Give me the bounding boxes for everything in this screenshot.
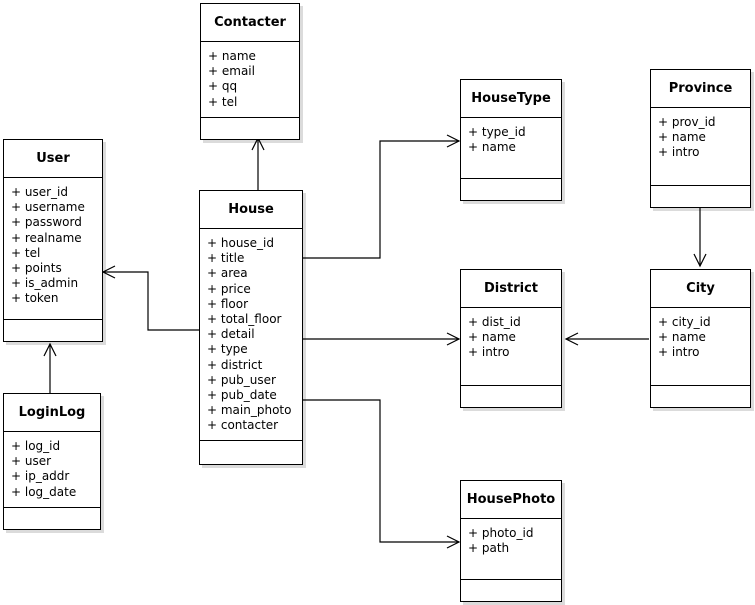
class-operations-city xyxy=(651,386,750,408)
attribute-row: + pub_date xyxy=(207,388,277,403)
class-operations-house xyxy=(200,441,302,463)
class-attributes-city: + city_id + name + intro xyxy=(651,308,750,386)
association-house-user xyxy=(101,265,199,331)
association-house-district xyxy=(303,332,461,346)
class-attributes-housephoto: + photo_id + path xyxy=(461,519,561,580)
class-attributes-loginlog: + log_id + user + ip_addr + log_date xyxy=(4,432,100,508)
association-loginlog-user xyxy=(43,342,57,393)
attribute-row: + is_admin xyxy=(11,276,79,291)
attribute-row: + realname xyxy=(11,230,82,245)
attribute-row: + detail xyxy=(207,327,255,342)
attribute-row: + total_floor xyxy=(207,312,282,327)
association-house-contacter xyxy=(251,136,265,190)
attribute-row: + points xyxy=(11,261,62,276)
arrowhead-open xyxy=(564,332,579,346)
attribute-row: + email xyxy=(208,64,255,79)
class-attributes-contacter: + name + email + qq + tel xyxy=(201,42,299,118)
attribute-row: + name xyxy=(468,330,516,345)
arrowhead-open xyxy=(446,535,461,549)
attribute-row: + tel xyxy=(208,94,238,109)
attribute-row: + log_id xyxy=(11,439,61,453)
attribute-row: + city_id xyxy=(658,315,711,329)
class-title-contacter: Contacter xyxy=(201,4,299,42)
attribute-row: + prov_id xyxy=(658,115,716,129)
arrowhead-open xyxy=(43,342,57,357)
attribute-row: + name xyxy=(208,49,256,63)
attribute-row: + log_date xyxy=(11,484,77,499)
class-box-user[interactable]: User + user_id + username + password + r… xyxy=(3,139,103,342)
class-box-house[interactable]: House + house_id + title + area + price … xyxy=(199,190,303,465)
attribute-row: + house_id xyxy=(207,236,275,250)
attribute-row: + qq xyxy=(208,79,238,94)
attribute-row: + photo_id xyxy=(468,526,534,540)
class-operations-contacter xyxy=(201,118,299,140)
class-title-loginlog: LoginLog xyxy=(4,394,100,432)
class-title-district: District xyxy=(461,270,561,308)
class-operations-housetype xyxy=(461,179,561,201)
attribute-row: + tel xyxy=(11,245,41,260)
attribute-row: + token xyxy=(11,291,59,306)
attribute-row: + name xyxy=(468,140,516,155)
attribute-row: + username xyxy=(11,200,85,215)
attribute-row: + price xyxy=(207,281,251,296)
attribute-row: + name xyxy=(658,330,706,345)
class-box-loginlog[interactable]: LoginLog + log_id + user + ip_addr + log… xyxy=(3,393,101,530)
class-attributes-housetype: + type_id + name xyxy=(461,118,561,179)
attribute-row: + pub_user xyxy=(207,372,276,387)
class-attributes-province: + prov_id + name + intro xyxy=(651,108,750,186)
class-title-province: Province xyxy=(651,70,750,108)
association-house-housephoto xyxy=(303,399,461,549)
class-title-housetype: HouseType xyxy=(461,80,561,118)
arrowhead-open xyxy=(446,134,461,148)
attribute-row: + intro xyxy=(658,345,700,360)
attribute-row: + district xyxy=(207,357,263,372)
attribute-row: + area xyxy=(207,266,248,281)
class-box-housetype[interactable]: HouseType + type_id + name xyxy=(460,79,562,201)
class-title-house: House xyxy=(200,191,302,229)
class-operations-housephoto xyxy=(461,580,561,602)
class-operations-district xyxy=(461,386,561,408)
attribute-row: + ip_addr xyxy=(11,469,70,484)
class-title-housephoto: HousePhoto xyxy=(461,481,561,519)
class-title-user: User xyxy=(4,140,102,178)
attribute-row: + type xyxy=(207,342,248,357)
class-attributes-district: + dist_id + name + intro xyxy=(461,308,561,386)
association-city-district xyxy=(564,332,649,346)
attribute-row: + dist_id xyxy=(468,315,521,329)
class-box-city[interactable]: City + city_id + name + intro xyxy=(650,269,751,408)
attribute-row: + name xyxy=(658,130,706,145)
association-province-city xyxy=(693,208,707,268)
arrowhead-open xyxy=(101,265,116,279)
class-box-district[interactable]: District + dist_id + name + intro xyxy=(460,269,562,408)
attribute-row: + password xyxy=(11,215,82,230)
class-operations-loginlog xyxy=(4,508,100,530)
class-box-province[interactable]: Province + prov_id + name + intro xyxy=(650,69,751,208)
class-attributes-house: + house_id + title + area + price + floo… xyxy=(200,229,302,441)
attribute-row: + intro xyxy=(658,145,700,160)
attribute-row: + main_photo xyxy=(207,403,292,418)
class-operations-user xyxy=(4,320,102,342)
attribute-row: + intro xyxy=(468,345,510,360)
arrowhead-open xyxy=(693,253,707,268)
attribute-row: + type_id xyxy=(468,125,526,139)
class-box-contacter[interactable]: Contacter + name + email + qq + tel xyxy=(200,3,300,140)
class-title-city: City xyxy=(651,270,750,308)
arrowhead-open xyxy=(446,332,461,346)
association-house-housetype xyxy=(303,134,461,259)
attribute-row: + user_id xyxy=(11,185,68,199)
class-attributes-user: + user_id + username + password + realna… xyxy=(4,178,102,320)
attribute-row: + title xyxy=(207,251,245,266)
attribute-row: + floor xyxy=(207,296,249,311)
attribute-row: + contacter xyxy=(207,418,279,433)
attribute-row: + path xyxy=(468,541,510,556)
class-box-housephoto[interactable]: HousePhoto + photo_id + path xyxy=(460,480,562,602)
attribute-row: + user xyxy=(11,454,52,469)
class-operations-province xyxy=(651,186,750,208)
